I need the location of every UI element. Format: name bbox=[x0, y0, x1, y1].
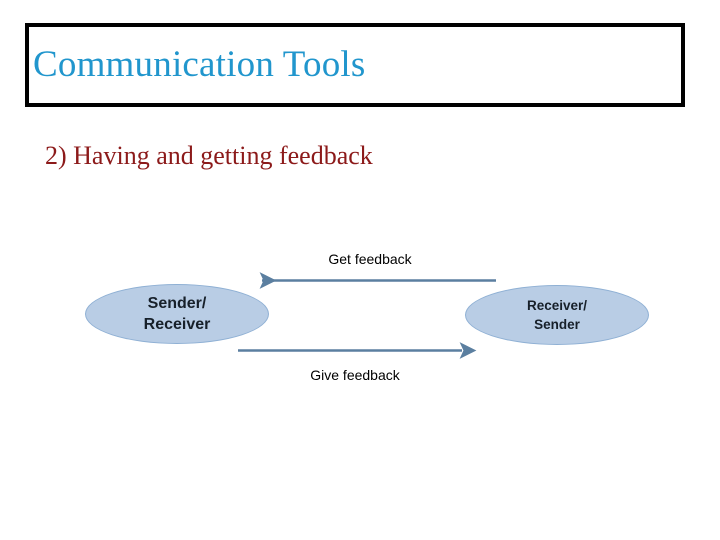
node-sender-receiver-line2: Receiver bbox=[143, 316, 211, 333]
slide-subtitle: 2) Having and getting feedback bbox=[45, 141, 373, 170]
title-box bbox=[25, 23, 685, 107]
page-title: Communication Tools bbox=[33, 44, 366, 85]
arrow-label-give-feedback: Give feedback bbox=[310, 367, 400, 383]
node-receiver-sender-line2: Sender bbox=[534, 317, 580, 332]
node-sender-receiver: Sender/ Receiver bbox=[85, 284, 269, 344]
arrow-label-get-feedback: Get feedback bbox=[328, 251, 412, 267]
node-sender-receiver-line1: Sender/ bbox=[147, 295, 207, 312]
node-receiver-sender-line1: Receiver/ bbox=[526, 298, 588, 313]
node-receiver-sender: Receiver/ Sender bbox=[465, 285, 649, 345]
